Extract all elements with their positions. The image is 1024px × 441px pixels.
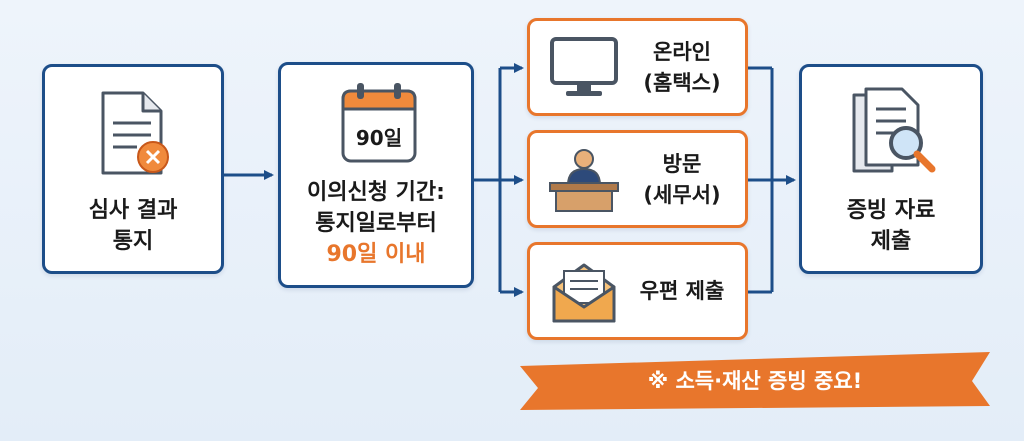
- mail-envelope-icon: [552, 263, 616, 323]
- step-objection-period-label: 이의신청 기간: 통지일로부터 90일 이내: [281, 177, 471, 270]
- step-submit-evidence-label: 증빙 자료 제출: [846, 198, 936, 254]
- calendar-days-text: 90일: [356, 126, 402, 150]
- route-online-label: 온라인 (홈택스): [643, 40, 721, 95]
- calendar-icon: 90일: [341, 83, 417, 163]
- route-online-box: 온라인 (홈택스): [527, 18, 748, 116]
- route-mail-box: 우편 제출: [527, 242, 748, 340]
- document-search-icon: [852, 87, 936, 173]
- step-review-result-box: 심사 결과 통지: [42, 64, 224, 274]
- deadline-highlight: 90일 이내: [326, 242, 426, 267]
- rejected-document-icon: [101, 91, 169, 175]
- note-ribbon-text: ※ 소득·재산 증빙 중요!: [647, 369, 863, 393]
- step-review-result-label: 심사 결과 통지: [88, 198, 178, 254]
- route-visit-label: 방문 (세무서): [643, 152, 721, 207]
- tax-office-desk-icon: [549, 149, 619, 212]
- computer-monitor-icon: [550, 37, 618, 96]
- step-objection-period-box: 90일 이의신청 기간: 통지일로부터 90일 이내: [278, 62, 474, 288]
- route-mail-label: 우편 제출: [639, 279, 725, 303]
- note-ribbon-banner: [520, 352, 990, 410]
- route-visit-box: 방문 (세무서): [527, 130, 748, 228]
- step-submit-evidence-box: 증빙 자료 제출: [799, 64, 983, 274]
